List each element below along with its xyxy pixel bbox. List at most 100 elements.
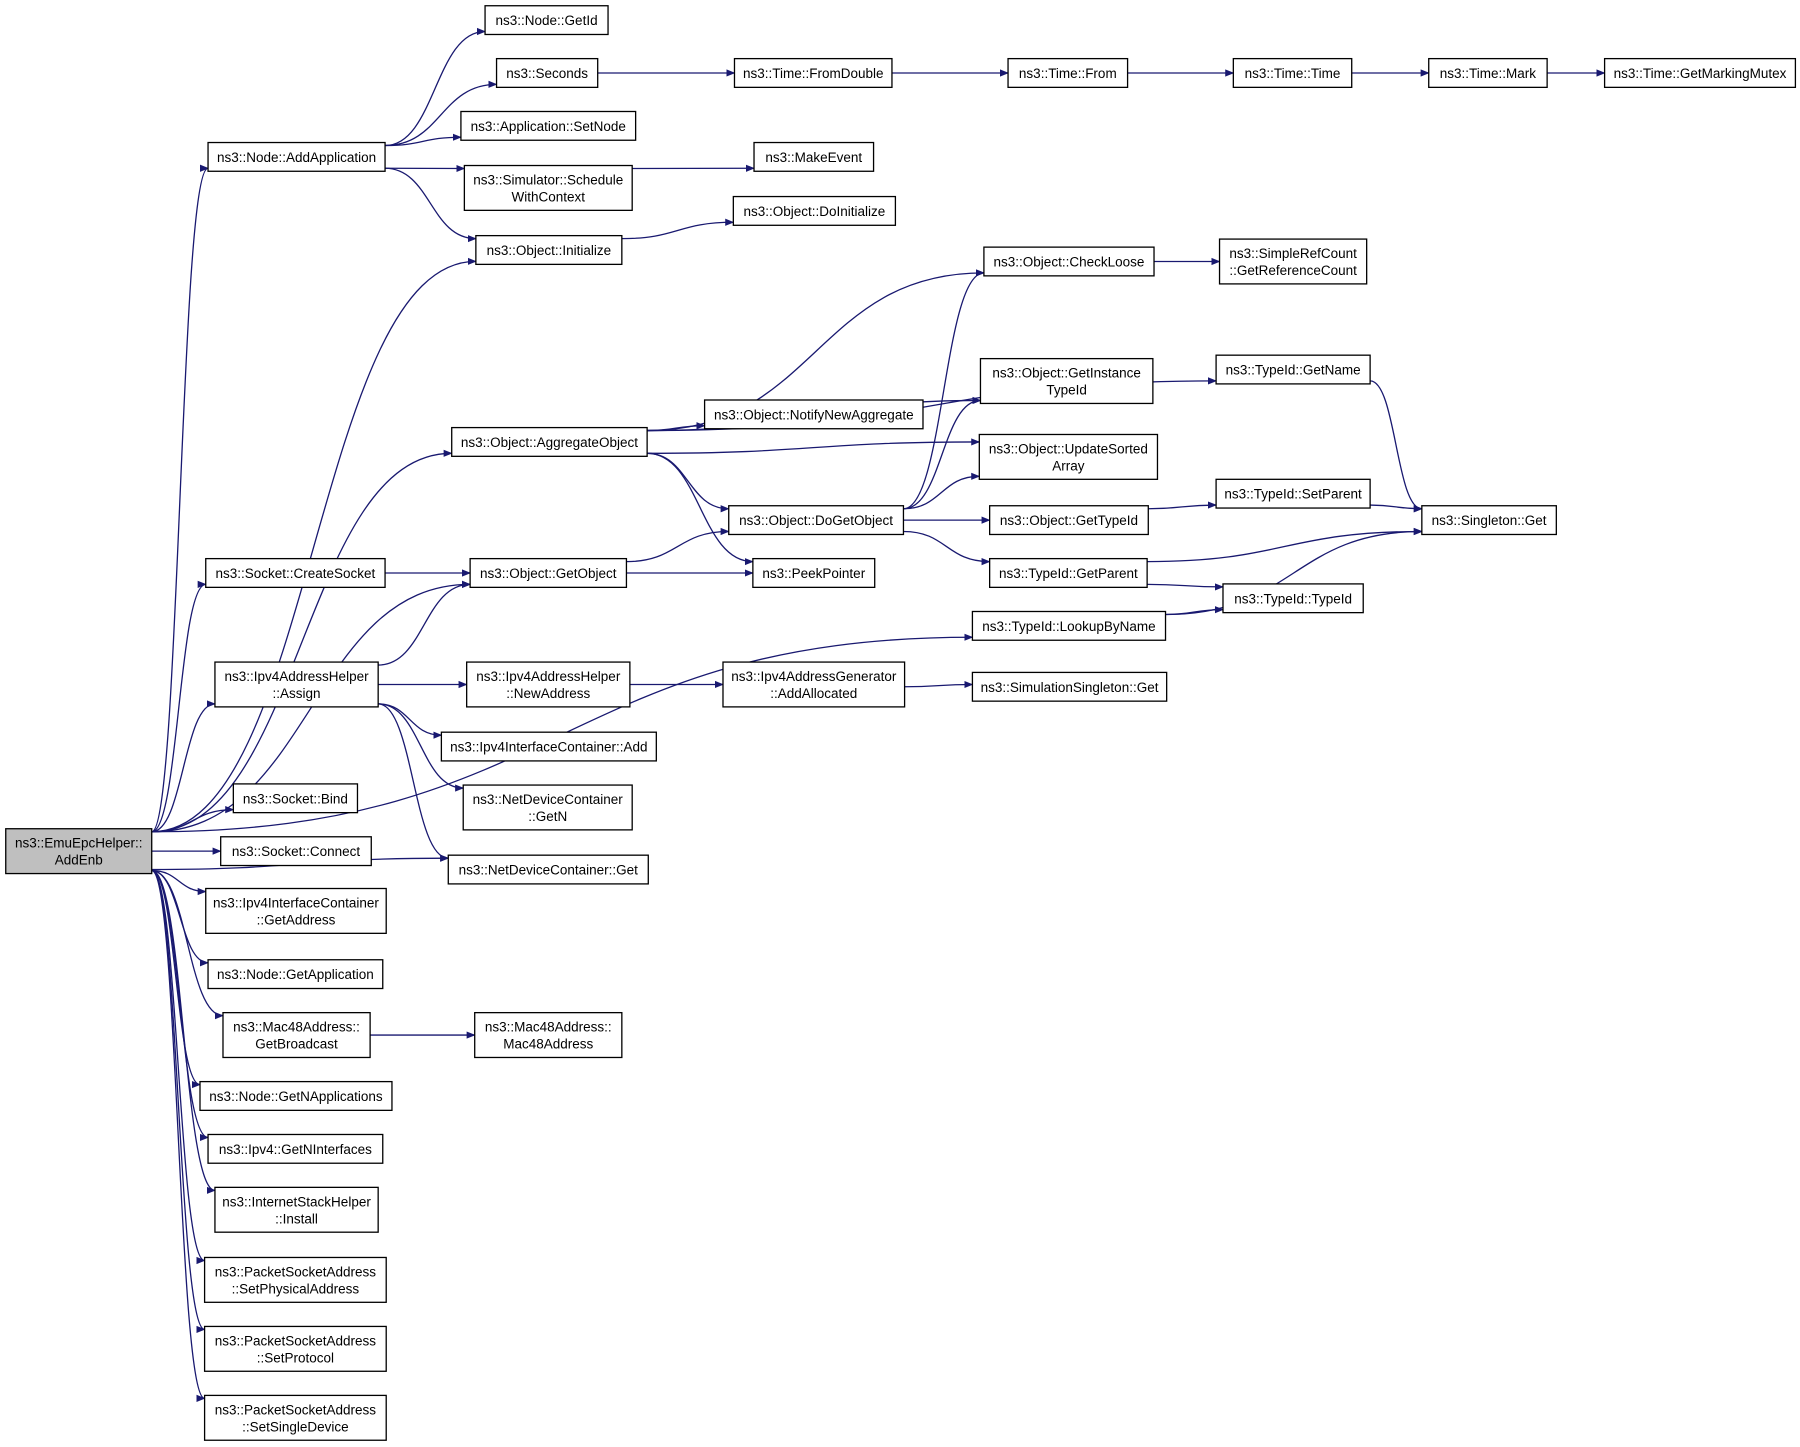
edge-root-to-node-addapplication	[151, 164, 209, 833]
edge-node-addapplication-to-object-initialize	[385, 167, 477, 243]
edge-typeid-getname-to-singleton-get	[1369, 380, 1423, 513]
node-label: ns3::SimulationSingleton::Get	[981, 680, 1159, 695]
node-label: ::GetN	[528, 809, 567, 824]
node-box	[1218, 238, 1368, 285]
node-application-setnode[interactable]: ns3::Application::SetNode	[460, 110, 637, 141]
node-simplerefcount[interactable]: ns3::SimpleRefCount::GetReferenceCount	[1218, 238, 1368, 285]
node-box	[447, 854, 649, 885]
node-mac48-mac48address[interactable]: ns3::Mac48Address::Mac48Address	[474, 1011, 623, 1059]
node-label: ns3::Ipv4InterfaceContainer::Add	[450, 740, 647, 755]
edge-object-dogetobject-to-object-updatesortedarray	[903, 472, 981, 510]
node-label: ns3::PacketSocketAddress	[215, 1402, 377, 1417]
node-label: ::SetSingleDevice	[242, 1419, 349, 1434]
node-ipv4-getninterfaces[interactable]: ns3::Ipv4::GetNInterfaces	[207, 1133, 384, 1164]
node-object-getobject[interactable]: ns3::Object::GetObject	[469, 557, 628, 589]
node-object-gettypeid[interactable]: ns3::Object::GetTypeId	[989, 505, 1149, 536]
edge-object-gettypeid-to-typeid-setparent	[1148, 501, 1217, 510]
node-node-addapplication[interactable]: ns3::Node::AddApplication	[207, 141, 386, 172]
node-ipv4addressgenerator[interactable]: ns3::Ipv4AddressGenerator::AddAllocated	[722, 661, 906, 708]
node-object-doinitialize[interactable]: ns3::Object::DoInitialize	[732, 195, 897, 226]
edge-object-dogetobject-to-object-checkloose	[903, 269, 985, 510]
node-label: ::NewAddress	[506, 686, 590, 701]
node-box	[199, 1080, 393, 1111]
node-box	[703, 399, 924, 430]
node-time-time[interactable]: ns3::Time::Time	[1232, 57, 1353, 89]
node-label: ns3::Object::GetInstance	[992, 366, 1141, 381]
node-ipv4addresshelper-newaddress[interactable]: ns3::Ipv4AddressHelper::NewAddress	[466, 661, 631, 708]
node-box	[733, 57, 893, 89]
node-time-getmarkingmutex[interactable]: ns3::Time::GetMarkingMutex	[1603, 57, 1797, 89]
node-peekpointer[interactable]: ns3::PeekPointer	[752, 557, 876, 589]
node-box	[1007, 57, 1129, 89]
node-layer: ns3::EmuEpcHelper::AddEnb ns3::Node::AddA…	[5, 5, 1797, 1441]
node-ipv4addresshelper-assign[interactable]: ns3::Ipv4AddressHelper::Assign	[214, 661, 379, 708]
node-time-from[interactable]: ns3::Time::From	[1007, 57, 1129, 89]
node-label: ns3::Ipv4AddressGenerator	[731, 669, 897, 684]
edge-object-aggregateobject-to-peekpointer	[647, 452, 754, 566]
node-node-getnapplications[interactable]: ns3::Node::GetNApplications	[199, 1080, 393, 1111]
node-node-getid[interactable]: ns3::Node::GetId	[484, 5, 609, 36]
node-netdevicecontainer-getn[interactable]: ns3::NetDeviceContainer::GetN	[462, 784, 633, 831]
node-internetstackhelper-install[interactable]: ns3::InternetStackHelper::Install	[214, 1186, 379, 1233]
node-object-initialize[interactable]: ns3::Object::Initialize	[475, 234, 623, 266]
edge-ipv4addresshelper-assign-to-object-getobject	[378, 580, 472, 666]
node-time-mark[interactable]: ns3::Time::Mark	[1428, 57, 1548, 89]
edge-object-aggregateobject-to-object-notifynewaggregate	[647, 422, 706, 432]
node-mac48-getbroadcast[interactable]: ns3::Mac48Address::GetBroadcast	[222, 1011, 371, 1059]
node-packetsocketaddress-setphysicaladdress[interactable]: ns3::PacketSocketAddress::SetPhysicalAdd…	[203, 1256, 387, 1303]
node-box	[1215, 354, 1371, 385]
node-box	[728, 505, 905, 536]
node-box	[722, 661, 906, 708]
node-label: ns3::TypeId::GetName	[1226, 363, 1361, 378]
node-label: ns3::Time::Time	[1245, 66, 1341, 81]
node-singleton-get[interactable]: ns3::Singleton::Get	[1421, 505, 1557, 536]
node-box	[732, 195, 897, 226]
node-label: ns3::Application::SetNode	[471, 119, 626, 134]
node-object-dogetobject[interactable]: ns3::Object::DoGetObject	[728, 505, 905, 536]
node-label: ns3::Socket::Connect	[232, 844, 361, 859]
node-typeid-lookupbyname[interactable]: ns3::TypeId::LookupByName	[971, 610, 1167, 641]
node-packetsocketaddress-setprotocol[interactable]: ns3::PacketSocketAddress::SetProtocol	[203, 1325, 387, 1372]
edge-root-to-packetsocketaddress-setphysicaladdress	[151, 869, 206, 1264]
node-label: ns3::Mac48Address::	[233, 1020, 360, 1035]
node-object-aggregateobject[interactable]: ns3::Object::AggregateObject	[451, 426, 648, 457]
node-label: ns3::Socket::CreateSocket	[215, 566, 375, 581]
node-makeevent[interactable]: ns3::MakeEvent	[753, 141, 875, 172]
node-box	[207, 959, 384, 990]
node-box	[1603, 57, 1797, 89]
node-label: ns3::MakeEvent	[765, 150, 862, 165]
node-socket-createsocket[interactable]: ns3::Socket::CreateSocket	[205, 557, 386, 589]
node-root[interactable]: ns3::EmuEpcHelper::AddEnb	[5, 828, 153, 875]
node-label: ns3::Time::From	[1019, 66, 1117, 81]
node-packetsocketaddress-setsingledevice[interactable]: ns3::PacketSocketAddress::SetSingleDevic…	[203, 1394, 387, 1441]
node-object-checkloose[interactable]: ns3::Object::CheckLoose	[983, 246, 1155, 277]
node-label: ns3::Object::GetTypeId	[1000, 513, 1138, 528]
node-label: Array	[1052, 458, 1085, 473]
node-typeid-typeid[interactable]: ns3::TypeId::TypeId	[1222, 583, 1364, 614]
node-typeid-setparent[interactable]: ns3::TypeId::SetParent	[1215, 478, 1371, 509]
node-netdevicecontainer-get[interactable]: ns3::NetDeviceContainer::Get	[447, 854, 649, 885]
edge-root-to-socket-createsocket	[151, 580, 207, 833]
node-ipv4interfacecontainer-getaddress[interactable]: ns3::Ipv4InterfaceContainer::GetAddress	[205, 887, 387, 934]
node-socket-connect[interactable]: ns3::Socket::Connect	[220, 836, 372, 867]
node-node-getapplication[interactable]: ns3::Node::GetApplication	[207, 959, 384, 990]
node-box	[214, 1186, 379, 1233]
node-socket-bind[interactable]: ns3::Socket::Bind	[232, 783, 359, 814]
node-typeid-getname[interactable]: ns3::TypeId::GetName	[1215, 354, 1371, 385]
node-label: ns3::EmuEpcHelper::	[15, 836, 143, 851]
node-simulationsingleton-get[interactable]: ns3::SimulationSingleton::Get	[971, 671, 1168, 702]
node-box	[466, 661, 631, 708]
node-box	[1222, 583, 1364, 614]
node-time-fromdouble[interactable]: ns3::Time::FromDouble	[733, 57, 893, 89]
node-ipv4interfacecontainer-add[interactable]: ns3::Ipv4InterfaceContainer::Add	[440, 731, 657, 762]
node-seconds[interactable]: ns3::Seconds	[495, 57, 599, 89]
edge-root-to-ipv4addresshelper-assign	[151, 700, 216, 833]
node-label: ::AddAllocated	[770, 686, 857, 701]
node-typeid-getparent[interactable]: ns3::TypeId::GetParent	[989, 557, 1148, 589]
node-object-notifynewaggregate[interactable]: ns3::Object::NotifyNewAggregate	[703, 399, 924, 430]
node-label: ns3::Time::GetMarkingMutex	[1614, 66, 1787, 81]
